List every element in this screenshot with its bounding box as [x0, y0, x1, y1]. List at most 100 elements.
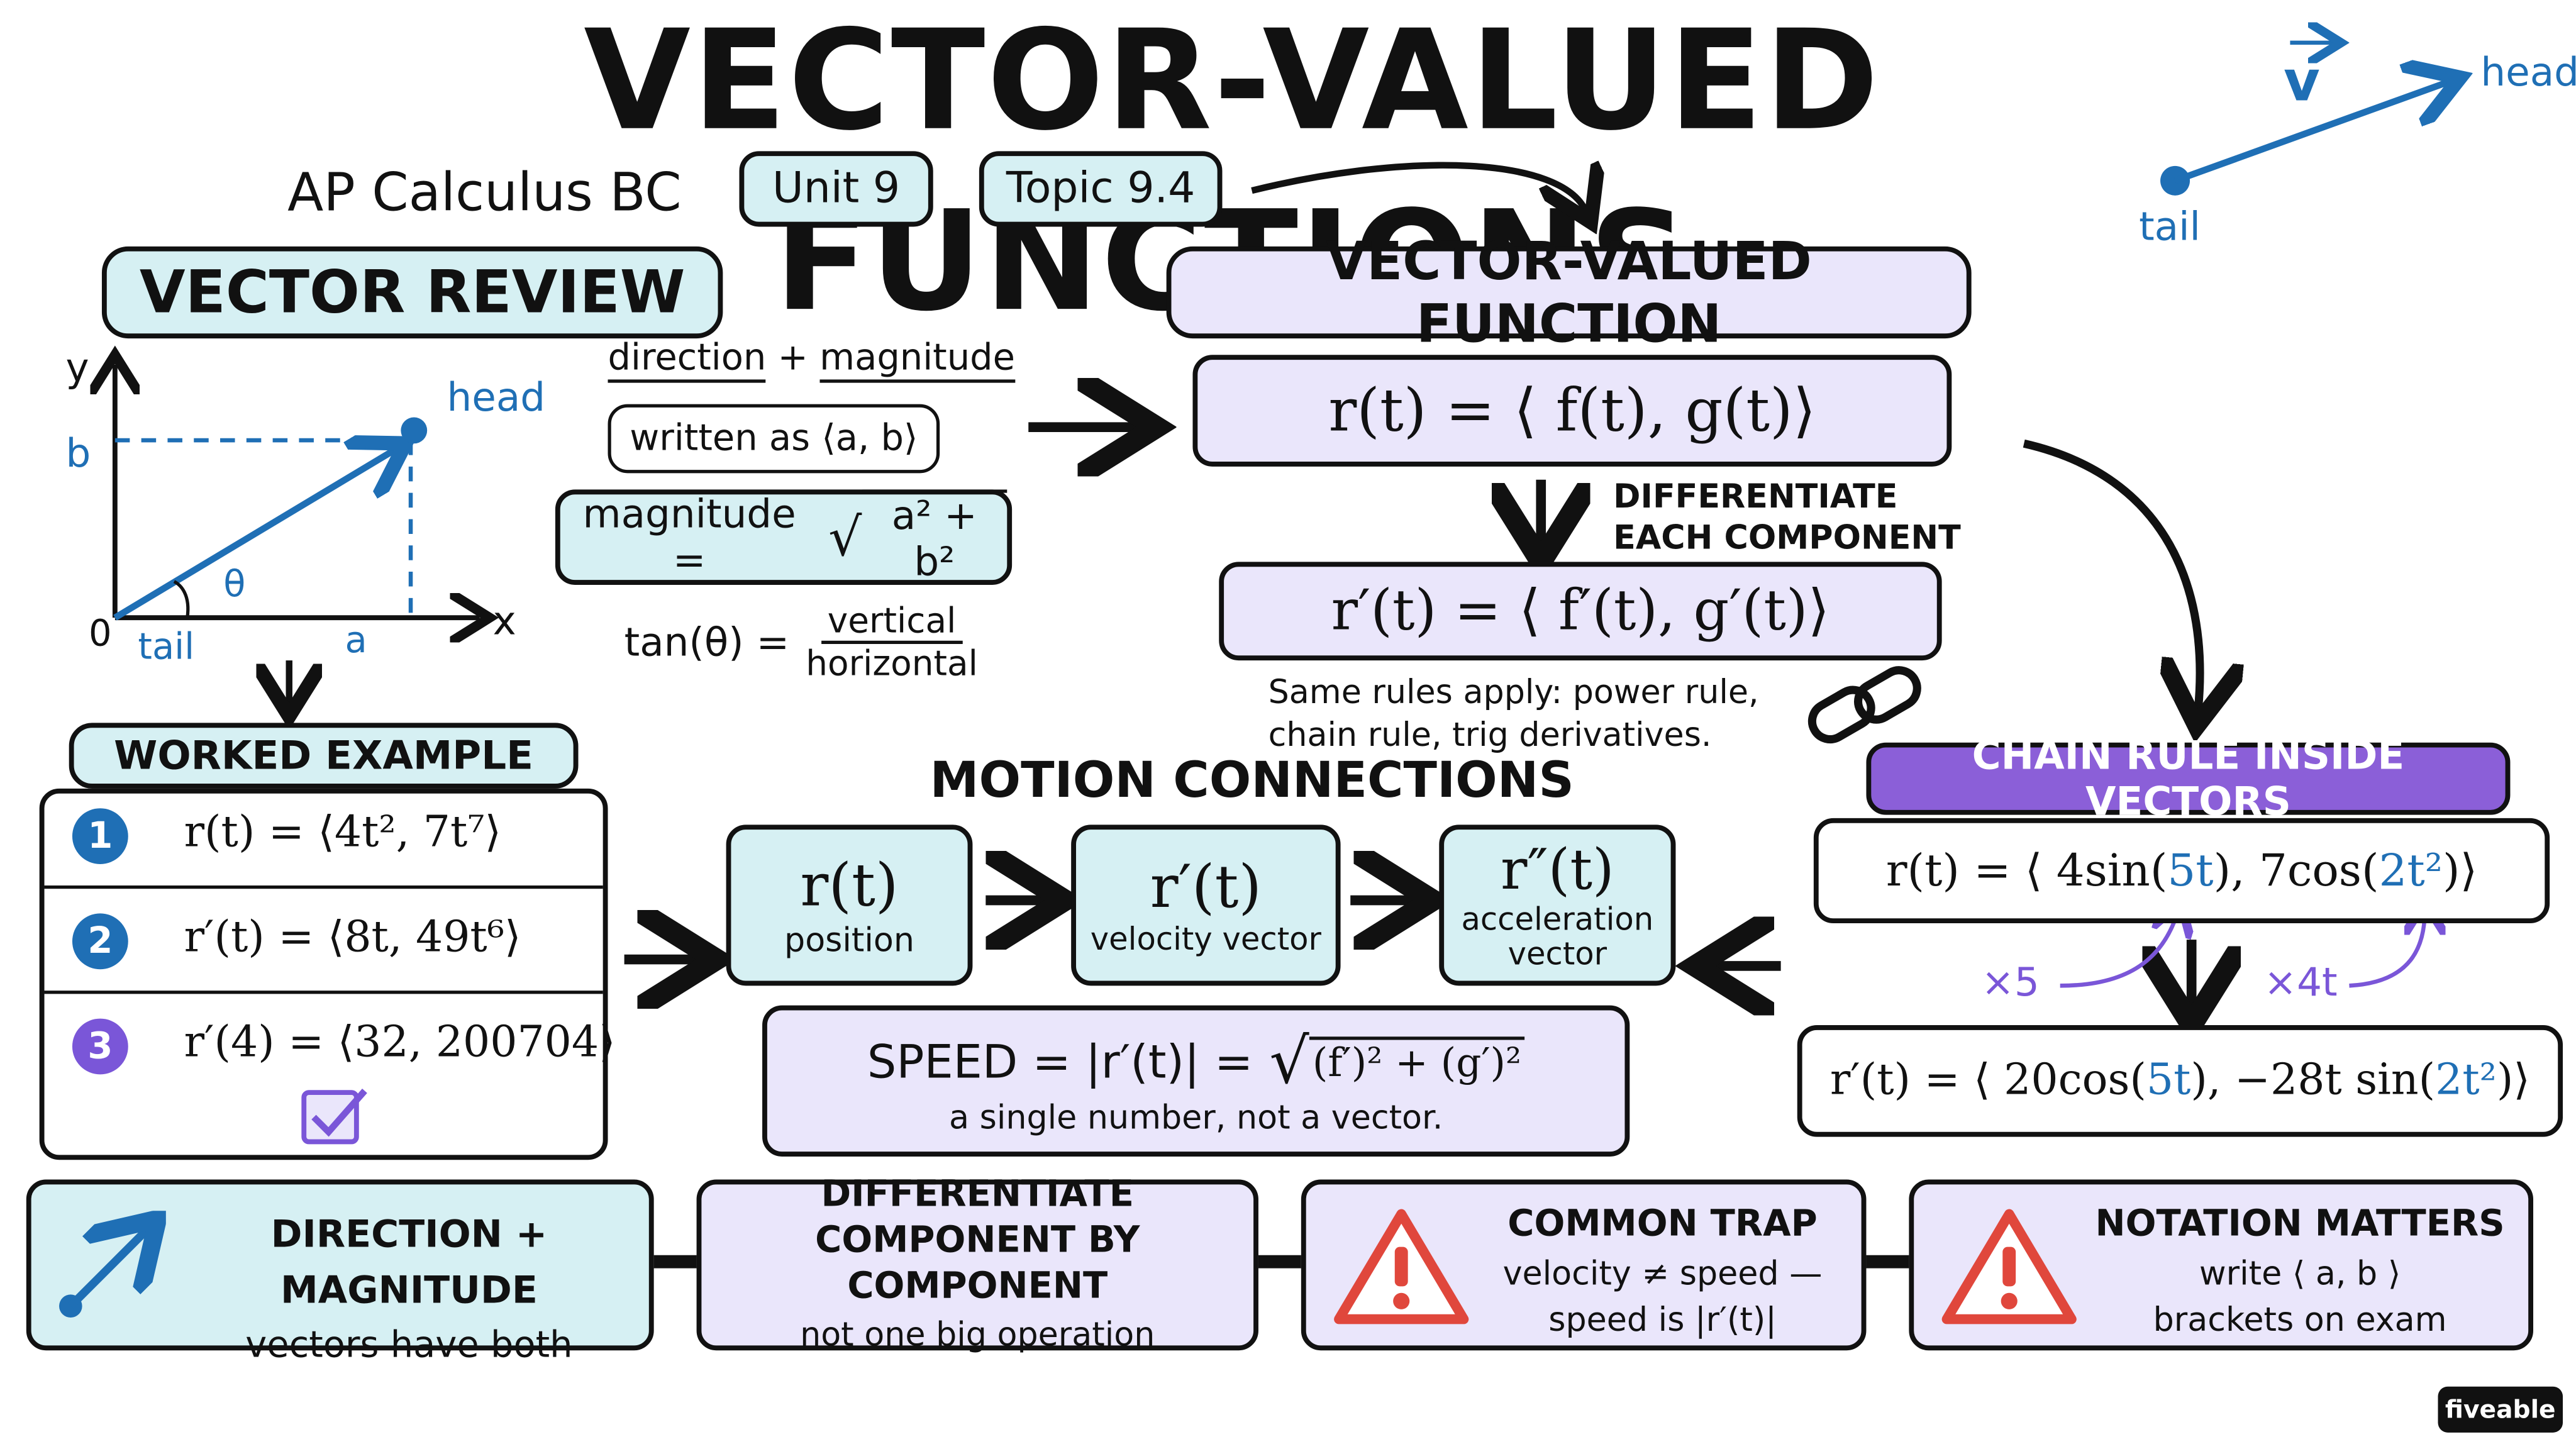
- unit-tag-label: Unit 9: [772, 164, 901, 214]
- position-expr: r(t): [800, 852, 899, 919]
- a-label: a: [345, 621, 367, 662]
- position-label: position: [784, 919, 914, 959]
- accel-label-1: acceleration: [1461, 902, 1654, 938]
- bottom-1-line1: vectors have both: [245, 1326, 573, 1367]
- theta-label: θ: [223, 565, 246, 606]
- written-as-box: written as ⟨a, b⟩: [608, 404, 940, 474]
- vvf-definition-box: r(t) = ⟨ f(t), g(t)⟩: [1192, 355, 1952, 467]
- chain-link-icon: [1807, 666, 1921, 744]
- speed-radicand: (f′)² + (g′)²: [1309, 1036, 1525, 1086]
- speed-note: a single number, not a vector.: [948, 1097, 1443, 1137]
- step-2-badge: 2: [72, 913, 128, 970]
- theta-arc: [173, 580, 190, 618]
- vector-review-graph: [49, 345, 542, 674]
- chain-rp-inner-1: 5t: [2146, 1056, 2191, 1106]
- worked-example-box: [39, 788, 608, 1160]
- checkbox-icon: [301, 1089, 367, 1145]
- accel-label-2: vector: [1507, 936, 1607, 973]
- diff-label: DIFFERENTIATE EACH COMPONENT: [1613, 477, 1961, 559]
- vector-review-header: VECTOR REVIEW: [101, 246, 723, 339]
- step-2-expr: r′(t) = ⟨8t, 49t⁶⟩: [184, 913, 521, 963]
- speed-sqrt: √: [1269, 1025, 1309, 1097]
- position-box: r(t) position: [726, 824, 973, 986]
- chain-r-box: r(t) = ⟨ 4sin(5t), 7cos(2t²)⟩: [1813, 818, 2550, 924]
- warning-icon-2: [1941, 1209, 2077, 1324]
- written-as-text: written as ⟨a, b⟩: [630, 418, 918, 460]
- acceleration-box: r″(t) acceleration vector: [1439, 824, 1676, 986]
- chain-r-post: )⟩: [2443, 845, 2478, 896]
- bottom-card-differentiate: DIFFERENTIATE COMPONENT BY COMPONENT not…: [696, 1175, 1258, 1353]
- worked-example-title: WORKED EXAMPLE: [114, 733, 533, 779]
- vvf-definition: r(t) = ⟨ f(t), g(t)⟩: [1328, 377, 1816, 445]
- tan-numerator: vertical: [821, 601, 963, 644]
- magnitude-word: magnitude: [819, 338, 1016, 383]
- velocity-box: r′(t) velocity vector: [1071, 824, 1341, 986]
- sqrt-sign: √: [828, 506, 862, 569]
- chain-r-pre: r(t) = ⟨ 4sin(: [1885, 845, 2168, 896]
- brand-badge: fiveable: [2438, 1386, 2563, 1433]
- step-1-expr: r(t) = ⟨4t², 7t⁷⟩: [184, 808, 502, 858]
- vvf-header: VECTOR-VALUED FUNCTION: [1166, 230, 1972, 355]
- tan-denominator: horizontal: [806, 643, 978, 684]
- vvf-derivative-box: r′(t) = ⟨ f′(t), g′(t)⟩: [1219, 562, 1942, 661]
- head-dot: [401, 417, 428, 444]
- bottom-3-line2: speed is |r′(t)|: [1548, 1299, 1777, 1339]
- topic-tag: Topic 9.4: [979, 151, 1223, 227]
- diff-line-2: EACH COMPONENT: [1613, 517, 1961, 557]
- chain-r-mid: ), 7cos(: [2213, 845, 2379, 896]
- bottom-2-title2: COMPONENT BY COMPONENT: [815, 1220, 1140, 1308]
- brand-name: fiveable: [2445, 1394, 2556, 1424]
- note-line-1: Same rules apply: power rule,: [1268, 672, 1759, 712]
- review-vector: [113, 450, 394, 621]
- vvf-derivative: r′(t) = ⟨ f′(t), g′(t)⟩: [1331, 578, 1830, 644]
- vector-review-title: VECTOR REVIEW: [139, 258, 686, 326]
- page-title: VECTOR-VALUED FUNCTIONS: [584, 0, 1881, 341]
- chain-rp-mid: ), −28t sin(: [2190, 1056, 2436, 1106]
- bottom-3-line1: velocity ≠ speed —: [1502, 1253, 1823, 1293]
- step-1-badge: 1: [72, 808, 128, 865]
- chain-r-inner-1: 5t: [2167, 845, 2214, 896]
- corner-tail-label: tail: [2139, 203, 2201, 250]
- bottom-3-title: COMMON TRAP: [1507, 1204, 1818, 1246]
- arrow-to-chain-rule: [2023, 439, 2200, 709]
- bottom-4-line1: write ⟨ a, b ⟩: [2199, 1253, 2401, 1293]
- magnitude-formula-box: magnitude = √a² + b²: [555, 489, 1013, 585]
- chain-r-inner-2: 2t²: [2379, 845, 2443, 896]
- diff-line-1: DIFFERENTIATE: [1613, 476, 1898, 516]
- worked-example-header: WORKED EXAMPLE: [69, 723, 579, 789]
- unit-tag: Unit 9: [739, 151, 933, 227]
- velocity-label: velocity vector: [1090, 921, 1321, 957]
- direction-magnitude-line: direction + magnitude: [608, 338, 1016, 383]
- bottom-card-direction: DIRECTION + MAGNITUDE vectors have both: [26, 1179, 654, 1367]
- topic-tag-label: Topic 9.4: [1006, 164, 1196, 214]
- head-label: head: [447, 374, 546, 421]
- velocity-expr: r′(t): [1150, 853, 1262, 921]
- bottom-2-title: DIFFERENTIATE: [821, 1174, 1135, 1216]
- speed-box: SPEED = |r′(t)| = √(f′)² + (g′)² a singl…: [762, 1005, 1630, 1157]
- speed-lhs: SPEED = |r′(t)| =: [867, 1034, 1253, 1089]
- magnitude-lhs: magnitude =: [582, 491, 796, 584]
- bottom-1-title: DIRECTION + MAGNITUDE: [270, 1214, 548, 1313]
- diagonal-arrow-icon: [59, 1211, 166, 1318]
- warning-icon: [1334, 1209, 1469, 1324]
- direction-word: direction: [608, 338, 767, 383]
- same-rules-note: Same rules apply: power rule, chain rule…: [1269, 670, 1759, 756]
- tan-lhs: tan(θ) =: [624, 619, 790, 665]
- motion-header: MOTION CONNECTIONS: [930, 752, 1574, 810]
- bottom-2-line1: not one big operation: [800, 1314, 1155, 1354]
- magnitude-radicand: a² + b²: [862, 489, 1008, 585]
- chain-rp-post: )⟩: [2496, 1056, 2530, 1106]
- plus-sign: +: [777, 338, 808, 380]
- step-3-expr: r′(4) = ⟨32, 200704⟩: [184, 1018, 616, 1068]
- bottom-card-trap: COMMON TRAP velocity ≠ speed — speed is …: [1301, 1179, 1867, 1351]
- tan-formula: tan(θ) = vertical horizontal: [625, 601, 978, 684]
- origin-label: 0: [89, 614, 112, 656]
- corner-vector-label: v: [2283, 49, 2320, 115]
- chain-rprime-box: r′(t) = ⟨ 20cos(5t), −28t sin(2t²)⟩: [1797, 1025, 2563, 1137]
- axis-y-label: y: [65, 345, 89, 391]
- chain-rule-title: CHAIN RULE INSIDE VECTORS: [1972, 733, 2405, 825]
- tail-label: tail: [138, 627, 195, 669]
- vvf-title: VECTOR-VALUED FUNCTION: [1326, 230, 1812, 355]
- chain-rp-pre: r′(t) = ⟨ 20cos(: [1829, 1056, 2146, 1106]
- step-3-badge: 3: [72, 1018, 128, 1075]
